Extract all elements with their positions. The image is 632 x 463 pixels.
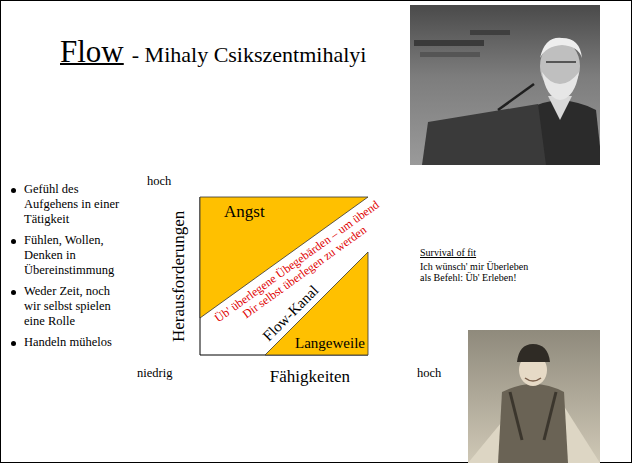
bullet-item: Weder Zeit, noch wir selbst spielen eine… — [8, 284, 122, 329]
boy-smile — [525, 378, 541, 381]
bullet-dot — [11, 341, 16, 346]
speaker-glasses — [546, 61, 576, 63]
note-heading: Survival of fit — [420, 247, 476, 258]
speaker-hair — [540, 38, 582, 58]
axis-high-label: hoch — [147, 175, 171, 189]
bullet-dot — [11, 290, 16, 295]
photo-detail — [414, 40, 484, 46]
boy-strap — [510, 392, 522, 440]
author-name: - Mihaly Csikszentmihalyi — [132, 43, 367, 67]
boy-strap — [544, 392, 556, 440]
lectern — [422, 104, 546, 165]
axis-low-label: niedrig — [137, 367, 172, 381]
bullet-item: Fühlen, Wollen, Denken in Übereinstimmun… — [8, 233, 122, 278]
speaker-photo — [410, 5, 600, 165]
bullet-item: Handeln mühelos — [8, 335, 122, 350]
axis-title: Fähigkeiten — [270, 368, 350, 387]
microphone — [498, 84, 534, 110]
bullet-text: Handeln mühelos — [24, 335, 122, 350]
title-bar: Flow - Mihaly Csikszentmihalyi — [60, 34, 366, 70]
photo-ground — [468, 330, 600, 463]
photo-detail — [420, 52, 480, 57]
speaker-beard — [542, 72, 579, 100]
bullet-text: Fühlen, Wollen, Denken in Übereinstimmun… — [24, 233, 122, 278]
bullet-text: Gefühl des Aufgehens in einer Tätigkeit — [24, 182, 122, 227]
bullet-item: Gefühl des Aufgehens in einer Tätigkeit — [8, 182, 122, 227]
photo-detail — [470, 30, 510, 35]
bullet-list: Gefühl des Aufgehens in einer TätigkeitF… — [8, 182, 122, 356]
bullet-dot — [11, 239, 16, 244]
slide-title: Flow — [60, 34, 124, 70]
region-label: Langeweile — [295, 335, 365, 352]
boy-photo — [468, 330, 600, 463]
region-label: Angst — [224, 202, 265, 222]
axis-high-label: hoch — [417, 367, 441, 381]
axis-title: Herausforderungen — [171, 210, 190, 341]
boy-jacket — [498, 384, 568, 463]
note-text: Ich wünsch' mir Überleben als Befehl: Üb… — [420, 261, 540, 283]
boy-cap — [517, 344, 550, 362]
bullet-text: Weder Zeit, noch wir selbst spielen eine… — [24, 284, 122, 329]
bullet-dot — [11, 188, 16, 193]
